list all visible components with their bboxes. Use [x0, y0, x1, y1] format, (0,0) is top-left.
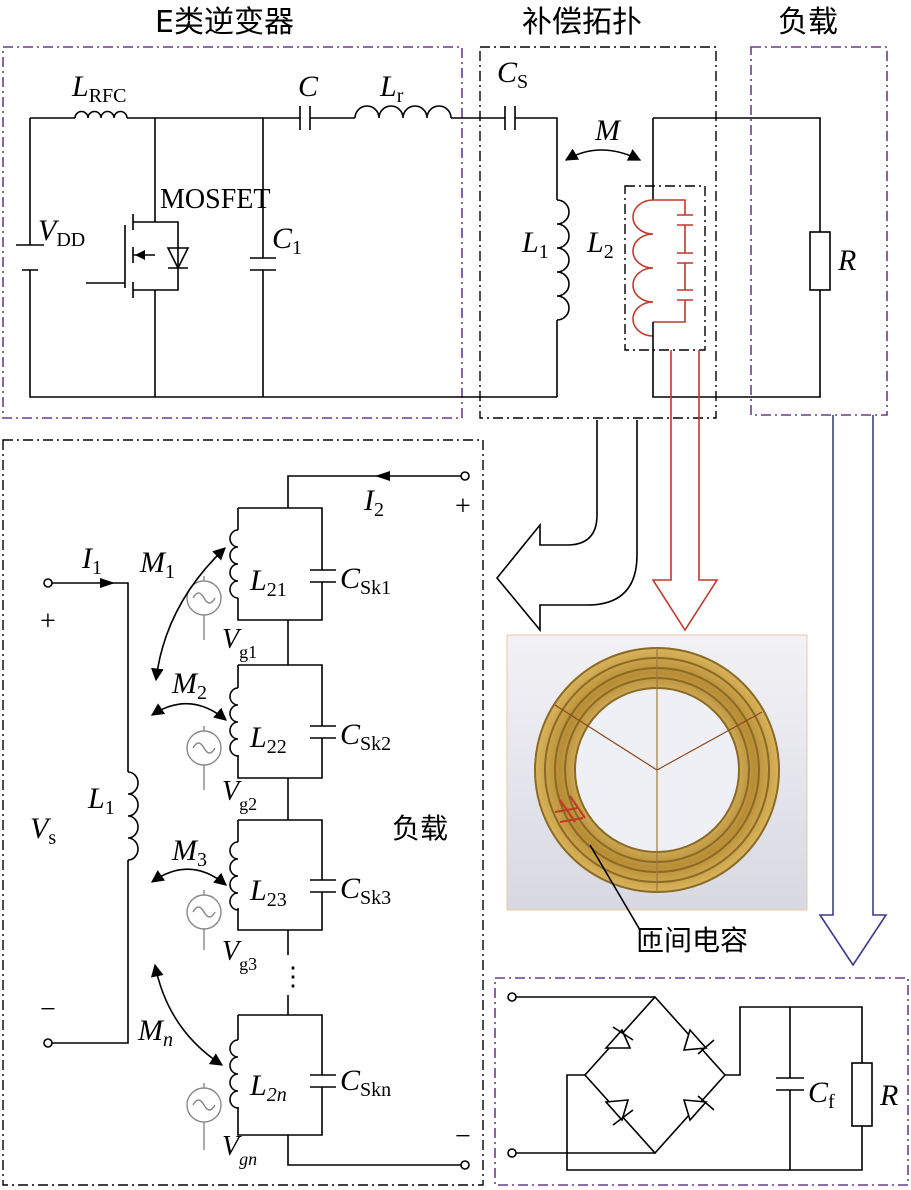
load-title: 负载	[778, 5, 838, 40]
inverter-frame	[2, 46, 463, 419]
sign-minus-right: −	[455, 1121, 471, 1152]
inverter-title: E类逆变器	[155, 5, 294, 40]
label-l-21: L21	[249, 564, 287, 601]
rectifier-circuit	[507, 992, 873, 1171]
load-frame-top	[750, 46, 888, 416]
primary-side	[43, 578, 139, 1048]
rectifier-frame	[494, 977, 909, 1186]
compensation-frame	[479, 46, 717, 419]
label-l-2: L2	[586, 226, 614, 263]
compensation-title: 补偿拓扑	[522, 5, 642, 40]
label-v-gn: Vgn	[222, 1131, 257, 1169]
label-i-2: I2	[363, 484, 384, 521]
capacitance-note: 匝间电容	[636, 924, 748, 957]
label-i-1: I1	[81, 542, 102, 579]
label-r-top: R	[837, 244, 856, 277]
label-l-1-top: L1	[521, 226, 549, 263]
label-l-2n: L2n	[249, 1069, 287, 1106]
label-l-r: Lr	[379, 70, 404, 107]
coil-image	[506, 634, 808, 931]
label-c-f: Cf	[808, 1076, 835, 1113]
big-arrow-black	[495, 420, 638, 633]
compensation-wiring	[504, 106, 831, 398]
label-l-22: L22	[249, 721, 287, 758]
label-c-1: C1	[272, 222, 302, 259]
label-m: M	[594, 114, 622, 147]
sign-plus-right: +	[455, 491, 471, 522]
big-arrow-blue	[818, 415, 888, 967]
label-c-sk3: CSk3	[340, 872, 391, 909]
component-labels: LRFC C Lr CS M MOSFET VDD C1 L1 L2 R I1 …	[30, 56, 898, 1169]
label-r-bot: R	[879, 1079, 898, 1112]
label-v-dd: VDD	[38, 214, 85, 251]
label-m-1: M1	[139, 546, 175, 583]
label-l-1-bot: L1	[87, 782, 115, 819]
label-c-sk1: CSk1	[340, 562, 391, 599]
label-l-23: L23	[249, 874, 287, 911]
equivalent-circuit-frame	[2, 439, 484, 1186]
label-mosfet: MOSFET	[160, 184, 270, 215]
label-v-s: Vs	[30, 812, 56, 849]
label-m-n: Mn	[137, 1014, 173, 1051]
label-m-2: M2	[171, 667, 207, 704]
inverter-wiring	[16, 105, 557, 398]
sign-plus-left: +	[40, 606, 56, 637]
ellipsis: ⋮	[280, 962, 306, 991]
label-v-g2: Vg2	[222, 776, 257, 814]
label-l-rfc: LRFC	[71, 70, 127, 107]
label-c-sk2: CSk2	[340, 718, 391, 755]
label-c: C	[298, 70, 319, 103]
secondary-side	[229, 471, 470, 1170]
load-label: 负载	[392, 812, 448, 845]
label-c-skn: CSkn	[340, 1064, 391, 1101]
mutual-arrows	[150, 547, 227, 1066]
sign-minus-left: −	[40, 994, 56, 1025]
big-arrow-red	[651, 350, 719, 632]
label-c-s: CS	[497, 56, 528, 93]
label-v-g1: Vg1	[222, 624, 257, 662]
l2-coil-with-capacitance	[624, 185, 706, 351]
label-v-g3: Vg3	[222, 936, 257, 974]
label-m-3: M3	[171, 834, 207, 871]
